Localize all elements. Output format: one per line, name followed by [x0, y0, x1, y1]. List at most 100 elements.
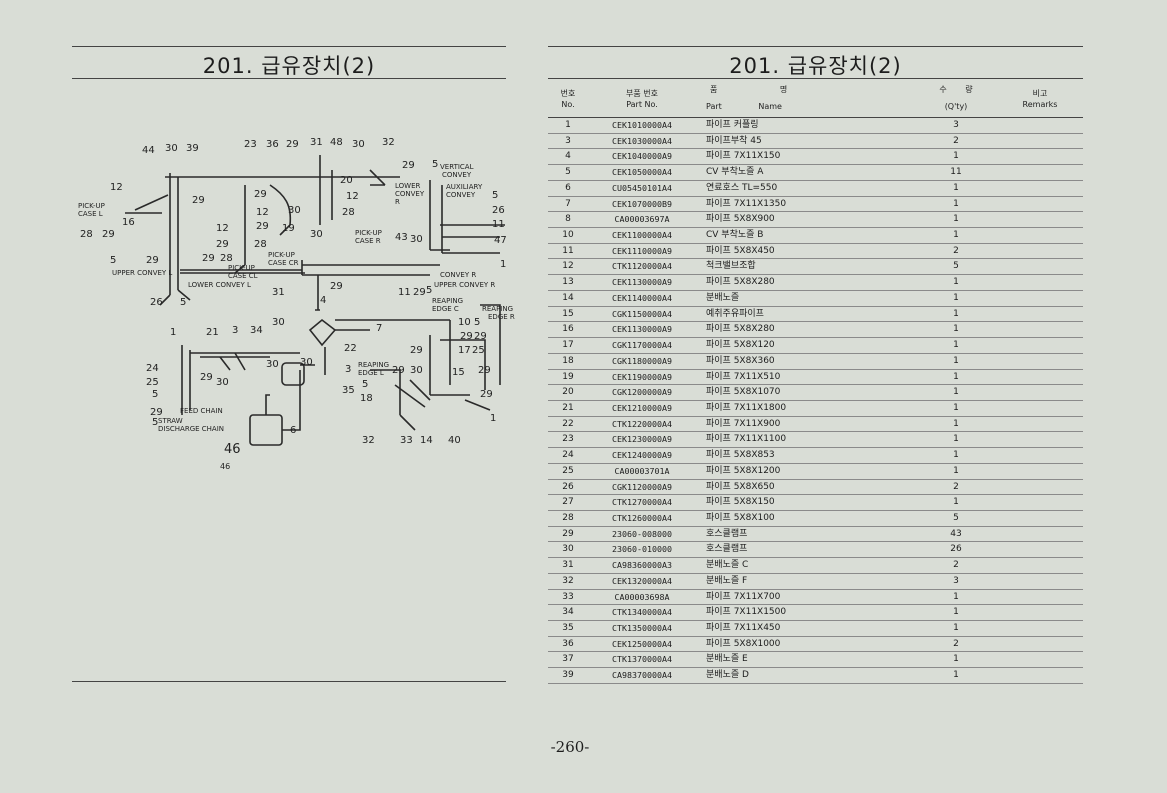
row-part-number: CGK1120000A9: [612, 481, 672, 492]
row-part-name: 파이프 7X11X450: [706, 623, 781, 633]
row-remarks: [996, 621, 1083, 636]
row-quantity: 1: [953, 497, 959, 508]
row-quantity: 11: [950, 167, 962, 178]
svg-text:1: 1: [490, 413, 496, 424]
svg-text:19: 19: [282, 223, 295, 234]
row-remarks: [996, 118, 1083, 133]
row-quantity: 43: [950, 528, 962, 539]
row-part-name: 파이프 5X8X100: [706, 512, 775, 523]
svg-text:35: 35: [342, 385, 355, 396]
row-part-name: 분배노즐 D: [706, 670, 749, 681]
row-part-name: 파이프 5X8X360: [706, 355, 775, 366]
row-number: 30: [562, 544, 574, 555]
svg-text:CONVEY: CONVEY: [395, 190, 425, 198]
row-part-number: CEK1100000A4: [612, 230, 672, 241]
row-remarks: [996, 637, 1083, 652]
svg-text:43: 43: [395, 232, 408, 243]
header-name-ko-2: 명: [779, 85, 788, 94]
row-number: 7: [565, 198, 571, 209]
svg-text:23: 23: [244, 139, 257, 150]
row-remarks: [996, 495, 1083, 510]
svg-text:7: 7: [376, 323, 382, 334]
svg-text:24: 24: [146, 363, 159, 374]
svg-text:26: 26: [492, 205, 505, 216]
header-qty-ko-2: 량: [965, 85, 973, 94]
row-part-name: 호스클램프: [706, 528, 748, 539]
row-remarks: [996, 212, 1083, 227]
svg-text:CASE CR: CASE CR: [268, 259, 299, 267]
svg-text:CONVEY: CONVEY: [442, 171, 472, 179]
row-number: 3: [565, 135, 571, 146]
row-remarks: [996, 354, 1083, 369]
svg-text:30: 30: [410, 365, 423, 376]
row-quantity: 1: [953, 324, 959, 335]
row-number: 24: [562, 450, 574, 461]
svg-text:30: 30: [310, 229, 323, 240]
row-quantity: 1: [953, 292, 959, 303]
row-quantity: 2: [953, 135, 959, 146]
row-number: 27: [562, 497, 574, 508]
svg-text:REAPING: REAPING: [358, 361, 389, 369]
svg-text:30: 30: [288, 205, 301, 216]
row-quantity: 1: [953, 591, 959, 602]
row-part-number: CGK1180000A9: [612, 355, 672, 366]
row-quantity: 1: [953, 277, 959, 288]
svg-text:LOWER: LOWER: [395, 182, 421, 190]
row-remarks: [996, 338, 1083, 353]
svg-text:21: 21: [206, 327, 219, 338]
row-part-name: 척크밸브조합: [706, 261, 756, 272]
left-page-title: 201. 급유장치(2): [202, 54, 376, 78]
row-quantity: 2: [953, 638, 959, 649]
row-part-name: 파이프 7X11X1350: [706, 198, 787, 209]
row-quantity: 1: [953, 623, 959, 633]
row-number: 14: [562, 292, 574, 303]
svg-text:28: 28: [342, 207, 355, 218]
header-qty-ko-1: 수: [939, 85, 947, 94]
row-remarks: [996, 228, 1083, 243]
row-quantity: 26: [950, 544, 962, 555]
row-remarks: [996, 652, 1083, 667]
right-page-title: 201. 급유장치(2): [729, 54, 902, 78]
row-remarks: [996, 480, 1083, 495]
row-remarks: [996, 275, 1083, 290]
svg-text:29: 29: [413, 287, 426, 298]
row-part-number: CTK1120000A4: [612, 261, 672, 272]
svg-text:CONVEY: CONVEY: [446, 191, 476, 199]
row-part-number: CEK1230000A9: [612, 434, 672, 445]
svg-text:12: 12: [346, 191, 359, 202]
row-part-number: 23060-008000: [612, 528, 672, 539]
row-number: 25: [562, 465, 574, 476]
row-part-number: CEK1130000A9: [612, 324, 672, 335]
row-remarks: [996, 291, 1083, 306]
header-name-en: Part Name: [696, 101, 816, 112]
svg-text:29: 29: [202, 253, 215, 264]
row-number: 4: [565, 151, 571, 162]
svg-text:5: 5: [362, 379, 368, 390]
svg-text:34: 34: [250, 325, 263, 336]
row-number: 21: [562, 402, 574, 413]
svg-text:1: 1: [170, 327, 176, 338]
row-part-name: 파이프 5X8X150: [706, 497, 775, 508]
svg-text:UPPER CONVEY R: UPPER CONVEY R: [434, 281, 495, 289]
svg-text:PICK-UP: PICK-UP: [78, 202, 105, 210]
row-quantity: 3: [953, 575, 959, 586]
row-part-name: 분배노즐 F: [706, 575, 748, 586]
row-part-number: CTK1270000A4: [612, 497, 672, 508]
svg-text:46: 46: [224, 442, 241, 457]
svg-text:R: R: [395, 198, 400, 206]
row-quantity: 1: [953, 308, 959, 319]
row-remarks: [996, 590, 1083, 605]
svg-text:29: 29: [474, 331, 487, 342]
row-part-name: 파이프 5X8X900: [706, 214, 775, 225]
row-quantity: 3: [953, 120, 959, 130]
row-part-name: 파이프 7X11X700: [706, 591, 781, 602]
row-number: 31: [562, 560, 574, 571]
row-number: 28: [562, 512, 574, 523]
